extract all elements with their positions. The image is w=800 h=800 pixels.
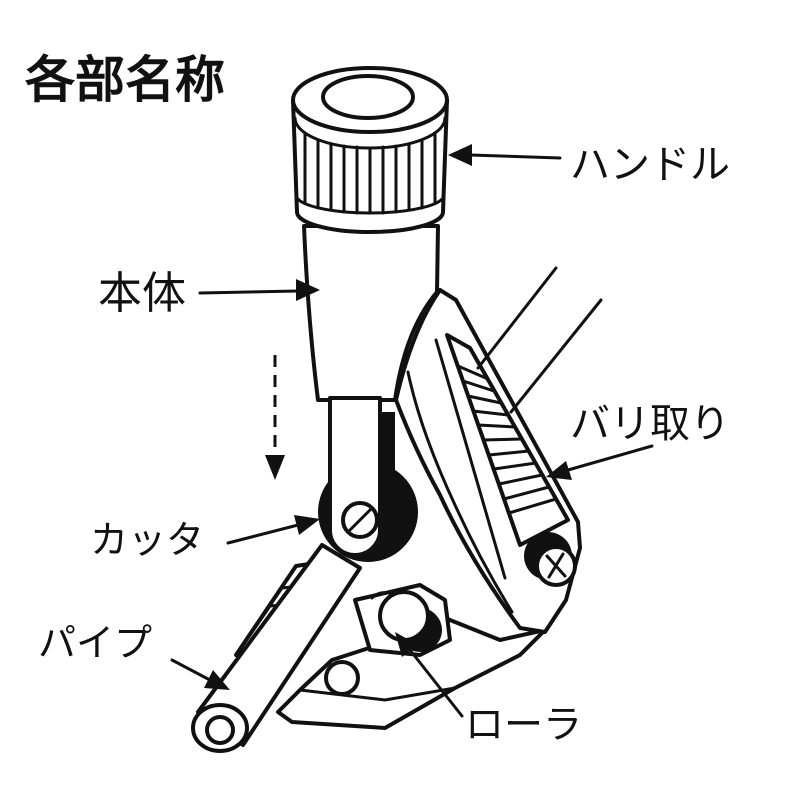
deburrer-arrow xyxy=(546,444,654,480)
handle-cap-center xyxy=(321,74,415,120)
frame-screw-slot xyxy=(547,552,565,579)
hatch-line xyxy=(507,497,558,515)
handle-arrow xyxy=(448,144,562,166)
label-cutter: カッタ xyxy=(90,518,204,562)
roller-arrow xyxy=(395,632,464,718)
body-tube xyxy=(302,224,440,402)
frame-hole xyxy=(324,660,360,696)
arrow-line xyxy=(468,153,562,160)
roller-edge xyxy=(370,591,394,600)
label-handle: ハンドル xyxy=(570,142,730,188)
arrow-head xyxy=(546,461,572,480)
arrow-head xyxy=(294,515,320,535)
hatch-line xyxy=(487,449,531,457)
hatch-line xyxy=(481,437,524,442)
reamer-edge-lower xyxy=(509,298,603,414)
blade-holder-edge xyxy=(434,338,507,580)
label-deburrer: バリ取り xyxy=(570,401,730,447)
arrow-head xyxy=(448,144,472,166)
diagram-title: 各部名称 xyxy=(25,51,225,109)
hatch-line xyxy=(461,379,496,393)
hatch-line xyxy=(497,473,544,486)
handle-knurling xyxy=(303,131,437,215)
arrow-line xyxy=(408,648,464,718)
cutter-arrow xyxy=(226,515,320,545)
body-arrow xyxy=(198,279,320,301)
cutter-screw-slot xyxy=(348,508,372,532)
cutter-holder-shadow xyxy=(381,412,395,472)
hatch-line xyxy=(476,423,517,429)
feed-direction-arrow xyxy=(265,355,285,480)
arrow-head xyxy=(296,279,320,301)
hatch-line xyxy=(502,485,551,501)
arrow-line xyxy=(170,658,210,681)
lower-frame xyxy=(276,616,547,730)
label-pipe: パイプ xyxy=(38,621,152,665)
frame-slot xyxy=(406,370,514,614)
arrow-head xyxy=(395,632,418,657)
blade-hatching xyxy=(456,364,558,515)
lower-frame-edge xyxy=(298,686,457,702)
pipe-bore xyxy=(205,715,235,745)
label-roller: ローラ xyxy=(465,703,582,748)
label-body: 本体 xyxy=(98,268,186,319)
roller xyxy=(378,590,430,642)
hatch-line xyxy=(492,461,538,471)
arrow-line xyxy=(226,523,300,545)
arrow-head xyxy=(265,455,285,480)
pipe-arrow xyxy=(170,658,230,690)
arrow-line xyxy=(566,444,654,472)
reamer-edge-upper xyxy=(476,266,558,370)
hatch-line xyxy=(456,364,490,381)
hatch-line xyxy=(466,394,503,405)
arrow-head xyxy=(204,670,230,690)
hatch-line xyxy=(471,409,510,417)
arrow-line xyxy=(198,289,300,295)
